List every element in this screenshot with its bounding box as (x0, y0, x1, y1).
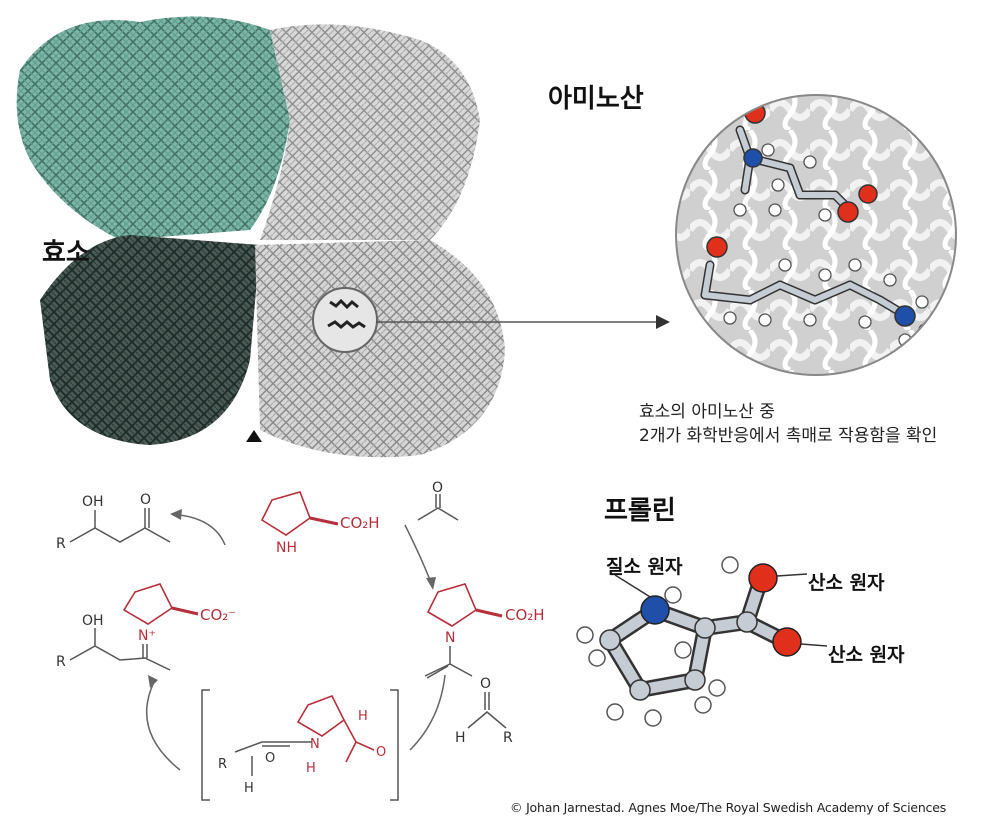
enzyme-structure (16, 16, 505, 458)
catalytic-cycle: CO₂H NH OH O R O CO₂H N CO₂⁻ N⁺ OH R O H… (56, 480, 545, 801)
left-co2minus: CO₂⁻ (200, 606, 236, 624)
nitrogen-label: 질소 원자 (606, 556, 683, 578)
oxygen-atom-2 (772, 627, 802, 657)
ts-ald-o: O (265, 751, 275, 766)
oxygen-atom-1 (748, 563, 778, 593)
product-o: O (140, 492, 151, 508)
right-n: N (445, 630, 455, 646)
aldehyde-r: R (503, 730, 513, 746)
acetone-o: O (432, 480, 443, 496)
caption: 효소의 아미노산 중 2개가 화학반응에서 촉매로 작용함을 확인 (639, 400, 937, 448)
right-co2h: CO₂H (505, 606, 545, 624)
ts-r: R (218, 757, 227, 772)
oxygen-label-2: 산소 원자 (828, 644, 905, 666)
ts-ald-h: H (244, 781, 254, 796)
enzyme-label: 효소 (42, 238, 90, 268)
aldehyde-h: H (455, 730, 466, 746)
oxygen-label-1: 산소 원자 (808, 572, 885, 594)
aldehyde-o: O (480, 676, 491, 692)
ts-h: H (358, 709, 368, 724)
left-r: R (56, 654, 66, 670)
ts-h2: H (306, 761, 316, 776)
nitrogen-pointer (614, 574, 656, 601)
product-oh: OH (82, 494, 104, 510)
nitrogen-atom (640, 595, 670, 625)
product-r: R (56, 536, 66, 552)
top-co2h: CO₂H (340, 514, 380, 532)
active-site-circle (312, 287, 378, 353)
amino-acid-zoom (675, 94, 957, 376)
image-credit: © Johan Jarnestad. Agnes Moe/The Royal S… (510, 800, 947, 815)
proline-label: 프롤린 (604, 496, 676, 526)
left-oh: OH (82, 613, 104, 629)
caption-line-1: 효소의 아미노산 중 (639, 402, 775, 422)
left-nplus: N⁺ (138, 628, 156, 644)
triangle-marker (246, 430, 262, 442)
amino-acid-label: 아미노산 (548, 84, 644, 114)
zoom-arrow (376, 315, 670, 329)
caption-line-2: 2개가 화학반응에서 촉매로 작용함을 확인 (639, 426, 938, 446)
proline-model (576, 556, 828, 727)
ts-n: N (310, 737, 320, 752)
ts-o: O (376, 745, 386, 760)
cycle-arrows (145, 514, 446, 771)
top-nh: NH (276, 540, 297, 556)
